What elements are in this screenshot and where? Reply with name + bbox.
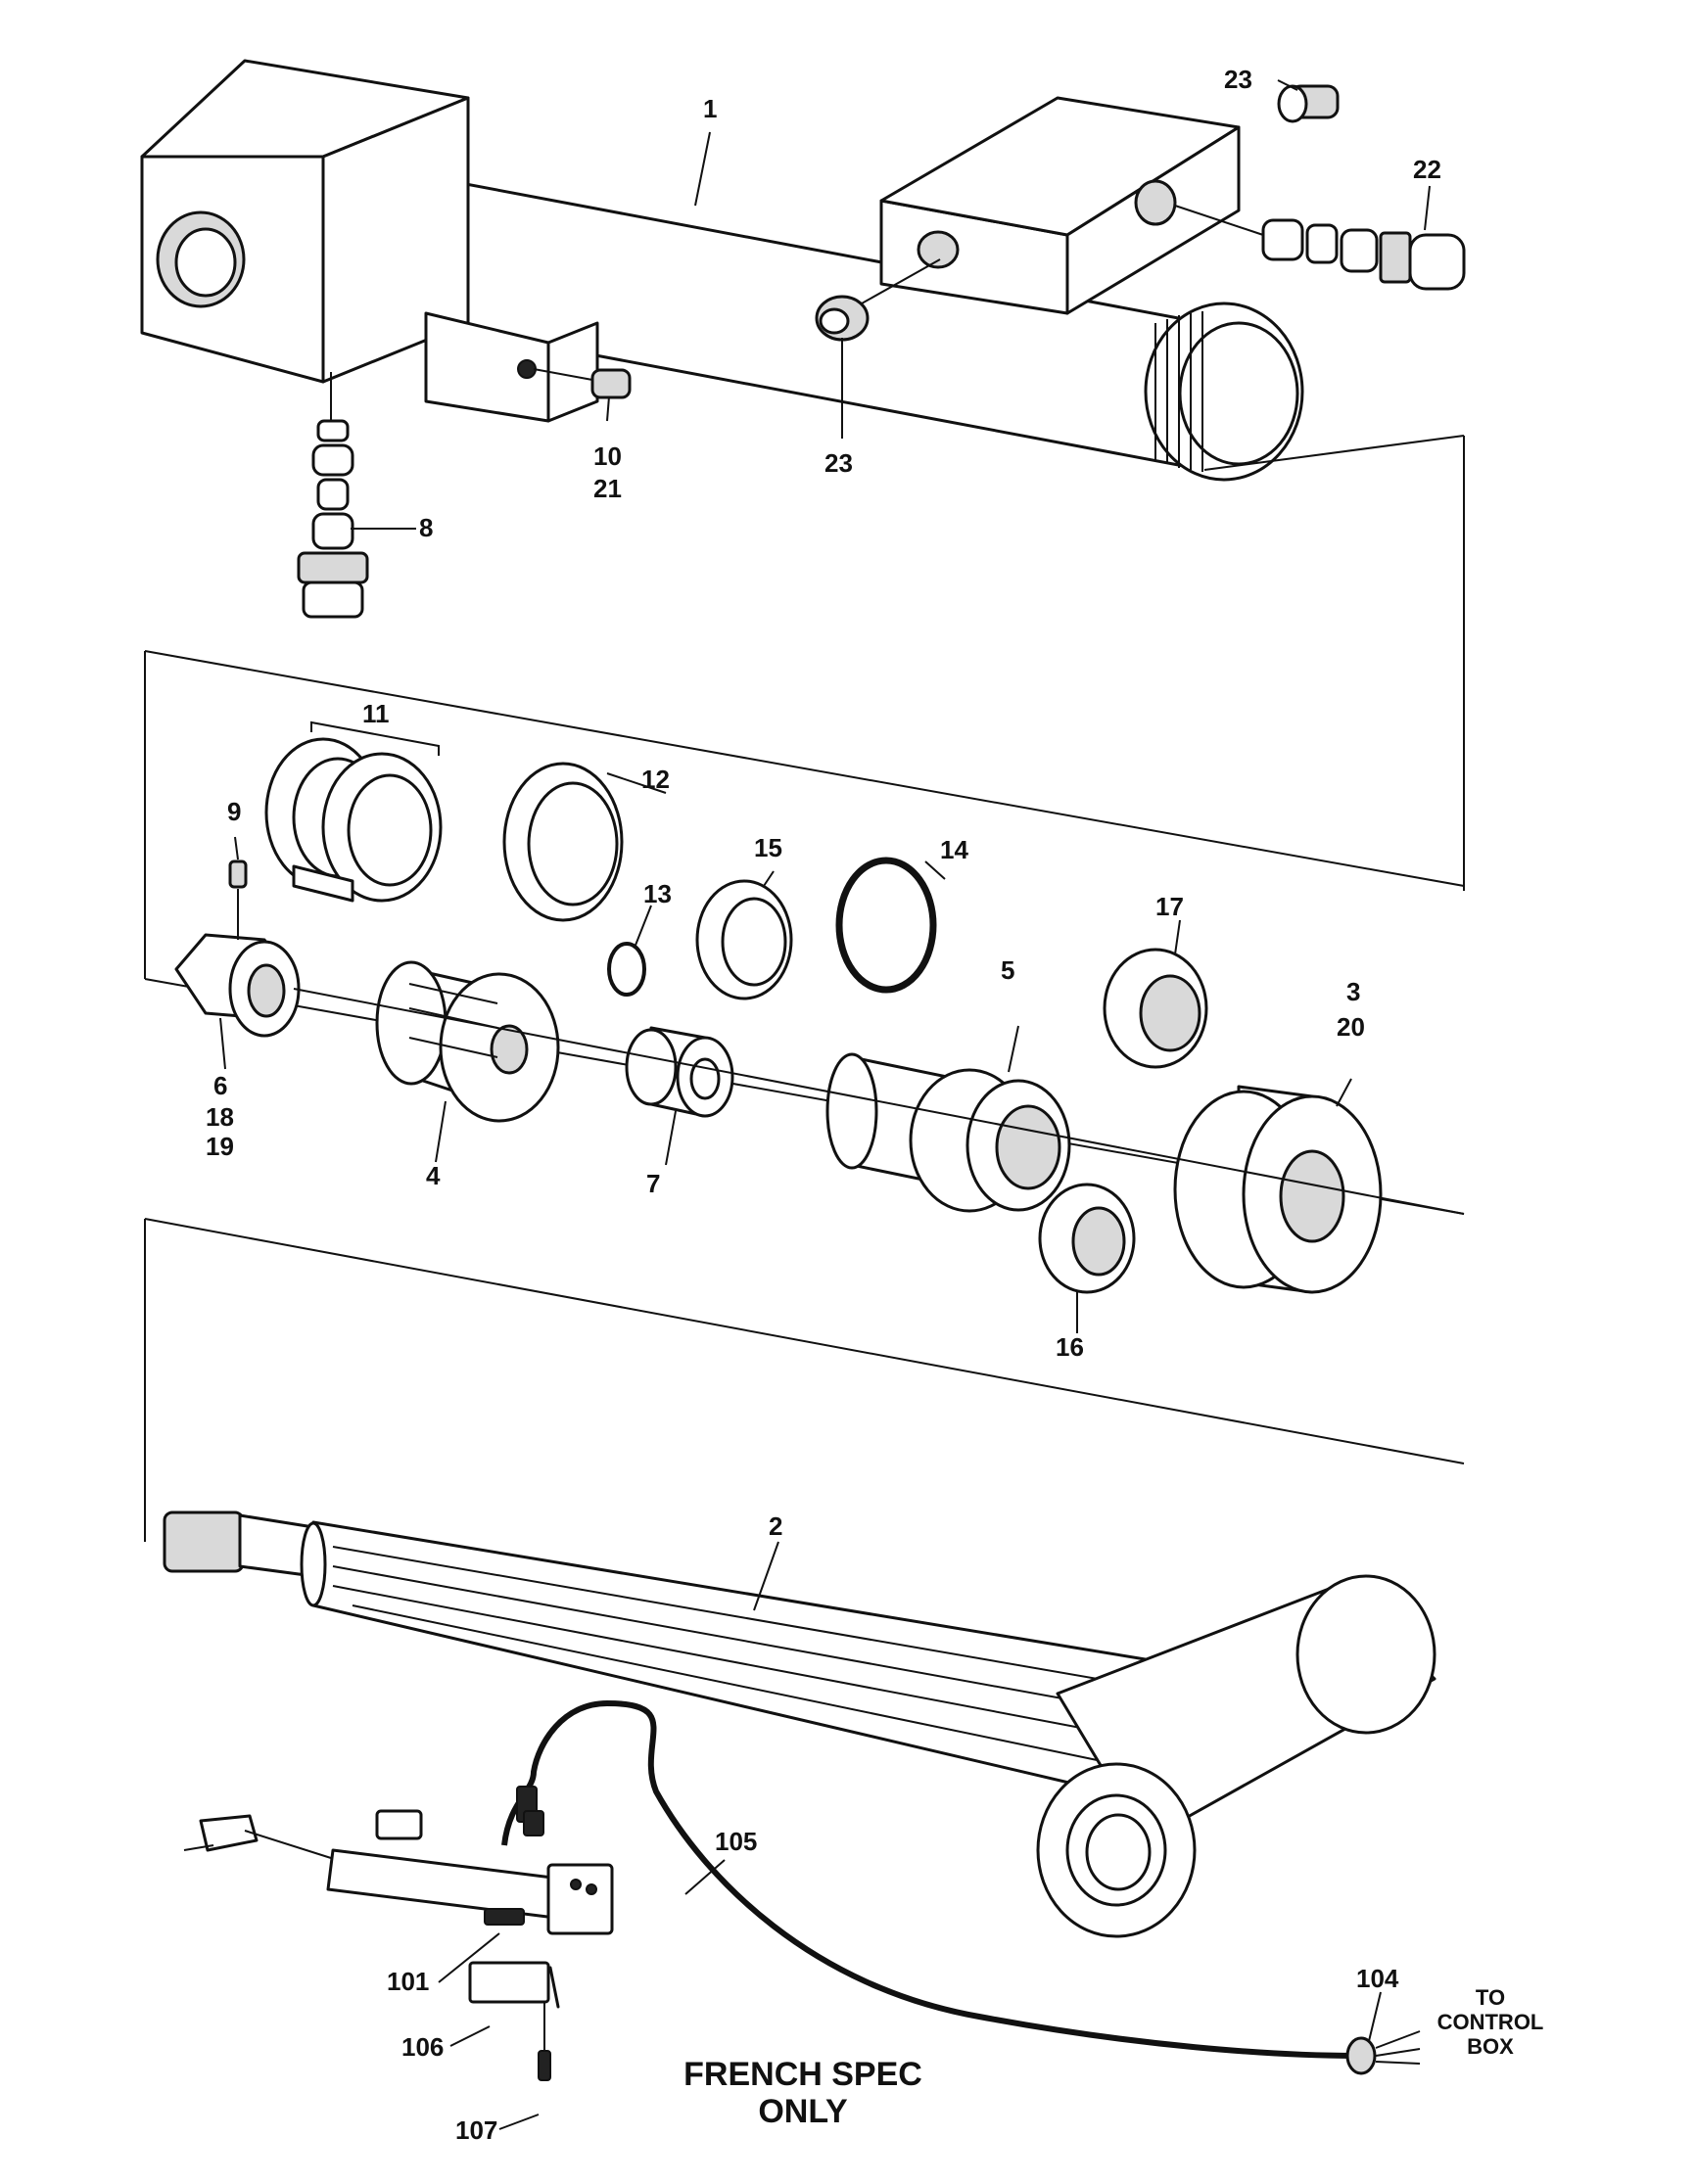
- callout-22: 22: [1413, 155, 1441, 184]
- sensor-assembly-french-spec: [183, 1809, 614, 2081]
- connector-part-104: [1345, 2030, 1421, 2075]
- callout-4: 4: [426, 1161, 441, 1190]
- callout-18: 18: [206, 1102, 234, 1132]
- end-cap-part-3: [1173, 1085, 1383, 1294]
- callout-8: 8: [419, 513, 433, 542]
- rod-panel-outline: [144, 1218, 1465, 1542]
- callout-15: 15: [754, 833, 782, 862]
- cable-part-105: [501, 1699, 1357, 2059]
- nut-part-6: [174, 889, 301, 1038]
- callout-104: 104: [1356, 1964, 1399, 1993]
- to-control-box-line2: CONTROL: [1437, 2010, 1544, 2034]
- callout-labels: 1 23 22 23 10 21 8 11 12 9 15 14 13 17 5…: [206, 65, 1441, 2145]
- seal-part-17: [1103, 948, 1208, 1069]
- callout-23-upper: 23: [1224, 65, 1252, 94]
- callout-2: 2: [769, 1511, 782, 1541]
- callout-17: 17: [1155, 892, 1184, 921]
- fitting-part-8: [297, 372, 369, 619]
- callout-23-lower: 23: [824, 448, 853, 478]
- o-ring-part-13: [607, 942, 646, 997]
- callout-10: 10: [593, 441, 622, 471]
- callout-107: 107: [455, 2115, 497, 2145]
- gland-part-5: [825, 1052, 1071, 1213]
- callout-106: 106: [401, 2032, 444, 2062]
- assembly-axis: [293, 988, 1465, 1215]
- set-screw-part-10: [533, 368, 632, 399]
- callout-21: 21: [593, 474, 622, 503]
- callout-13: 13: [643, 879, 672, 908]
- o-ring-part-14: [835, 857, 937, 994]
- piston-rod-part-2: [163, 1510, 1436, 1938]
- fitting-part-22: [1174, 205, 1466, 291]
- callout-105: 105: [715, 1827, 757, 1856]
- callout-101: 101: [387, 1967, 429, 1996]
- plug-part-23-upper: [1277, 84, 1340, 123]
- leader-lines: [219, 79, 1431, 2130]
- notes: FRENCH SPEC ONLY TO CONTROL BOX: [683, 1985, 1543, 2130]
- callout-12: 12: [641, 765, 670, 794]
- callout-20: 20: [1337, 1012, 1365, 1042]
- seal-part-16: [1038, 1183, 1136, 1294]
- plug-part-23-lower: [815, 258, 941, 342]
- to-control-box-line1: TO: [1476, 1985, 1505, 2010]
- to-control-box-line3: BOX: [1467, 2034, 1514, 2059]
- callout-9: 9: [227, 797, 241, 826]
- callout-5: 5: [1001, 955, 1014, 985]
- spacer-part-7: [625, 1026, 734, 1118]
- callout-19: 19: [206, 1132, 234, 1161]
- callout-11: 11: [362, 699, 390, 728]
- callout-16: 16: [1056, 1332, 1084, 1362]
- french-spec-note-line2: ONLY: [758, 2093, 848, 2130]
- callout-3: 3: [1346, 977, 1360, 1006]
- piston-part-4: [375, 960, 560, 1123]
- seal-kit-part-11: [264, 720, 443, 903]
- wear-ring-part-12: [502, 762, 624, 922]
- callout-7: 7: [646, 1169, 660, 1198]
- french-spec-note-line1: FRENCH SPEC: [683, 2056, 922, 2093]
- callout-1: 1: [703, 94, 717, 123]
- callout-14: 14: [940, 835, 968, 864]
- callout-6: 6: [213, 1071, 227, 1100]
- grub-screw-part-9: [228, 860, 248, 889]
- split-ring-part-15: [695, 879, 793, 1000]
- cylinder-barrel-part-1: [140, 59, 1304, 482]
